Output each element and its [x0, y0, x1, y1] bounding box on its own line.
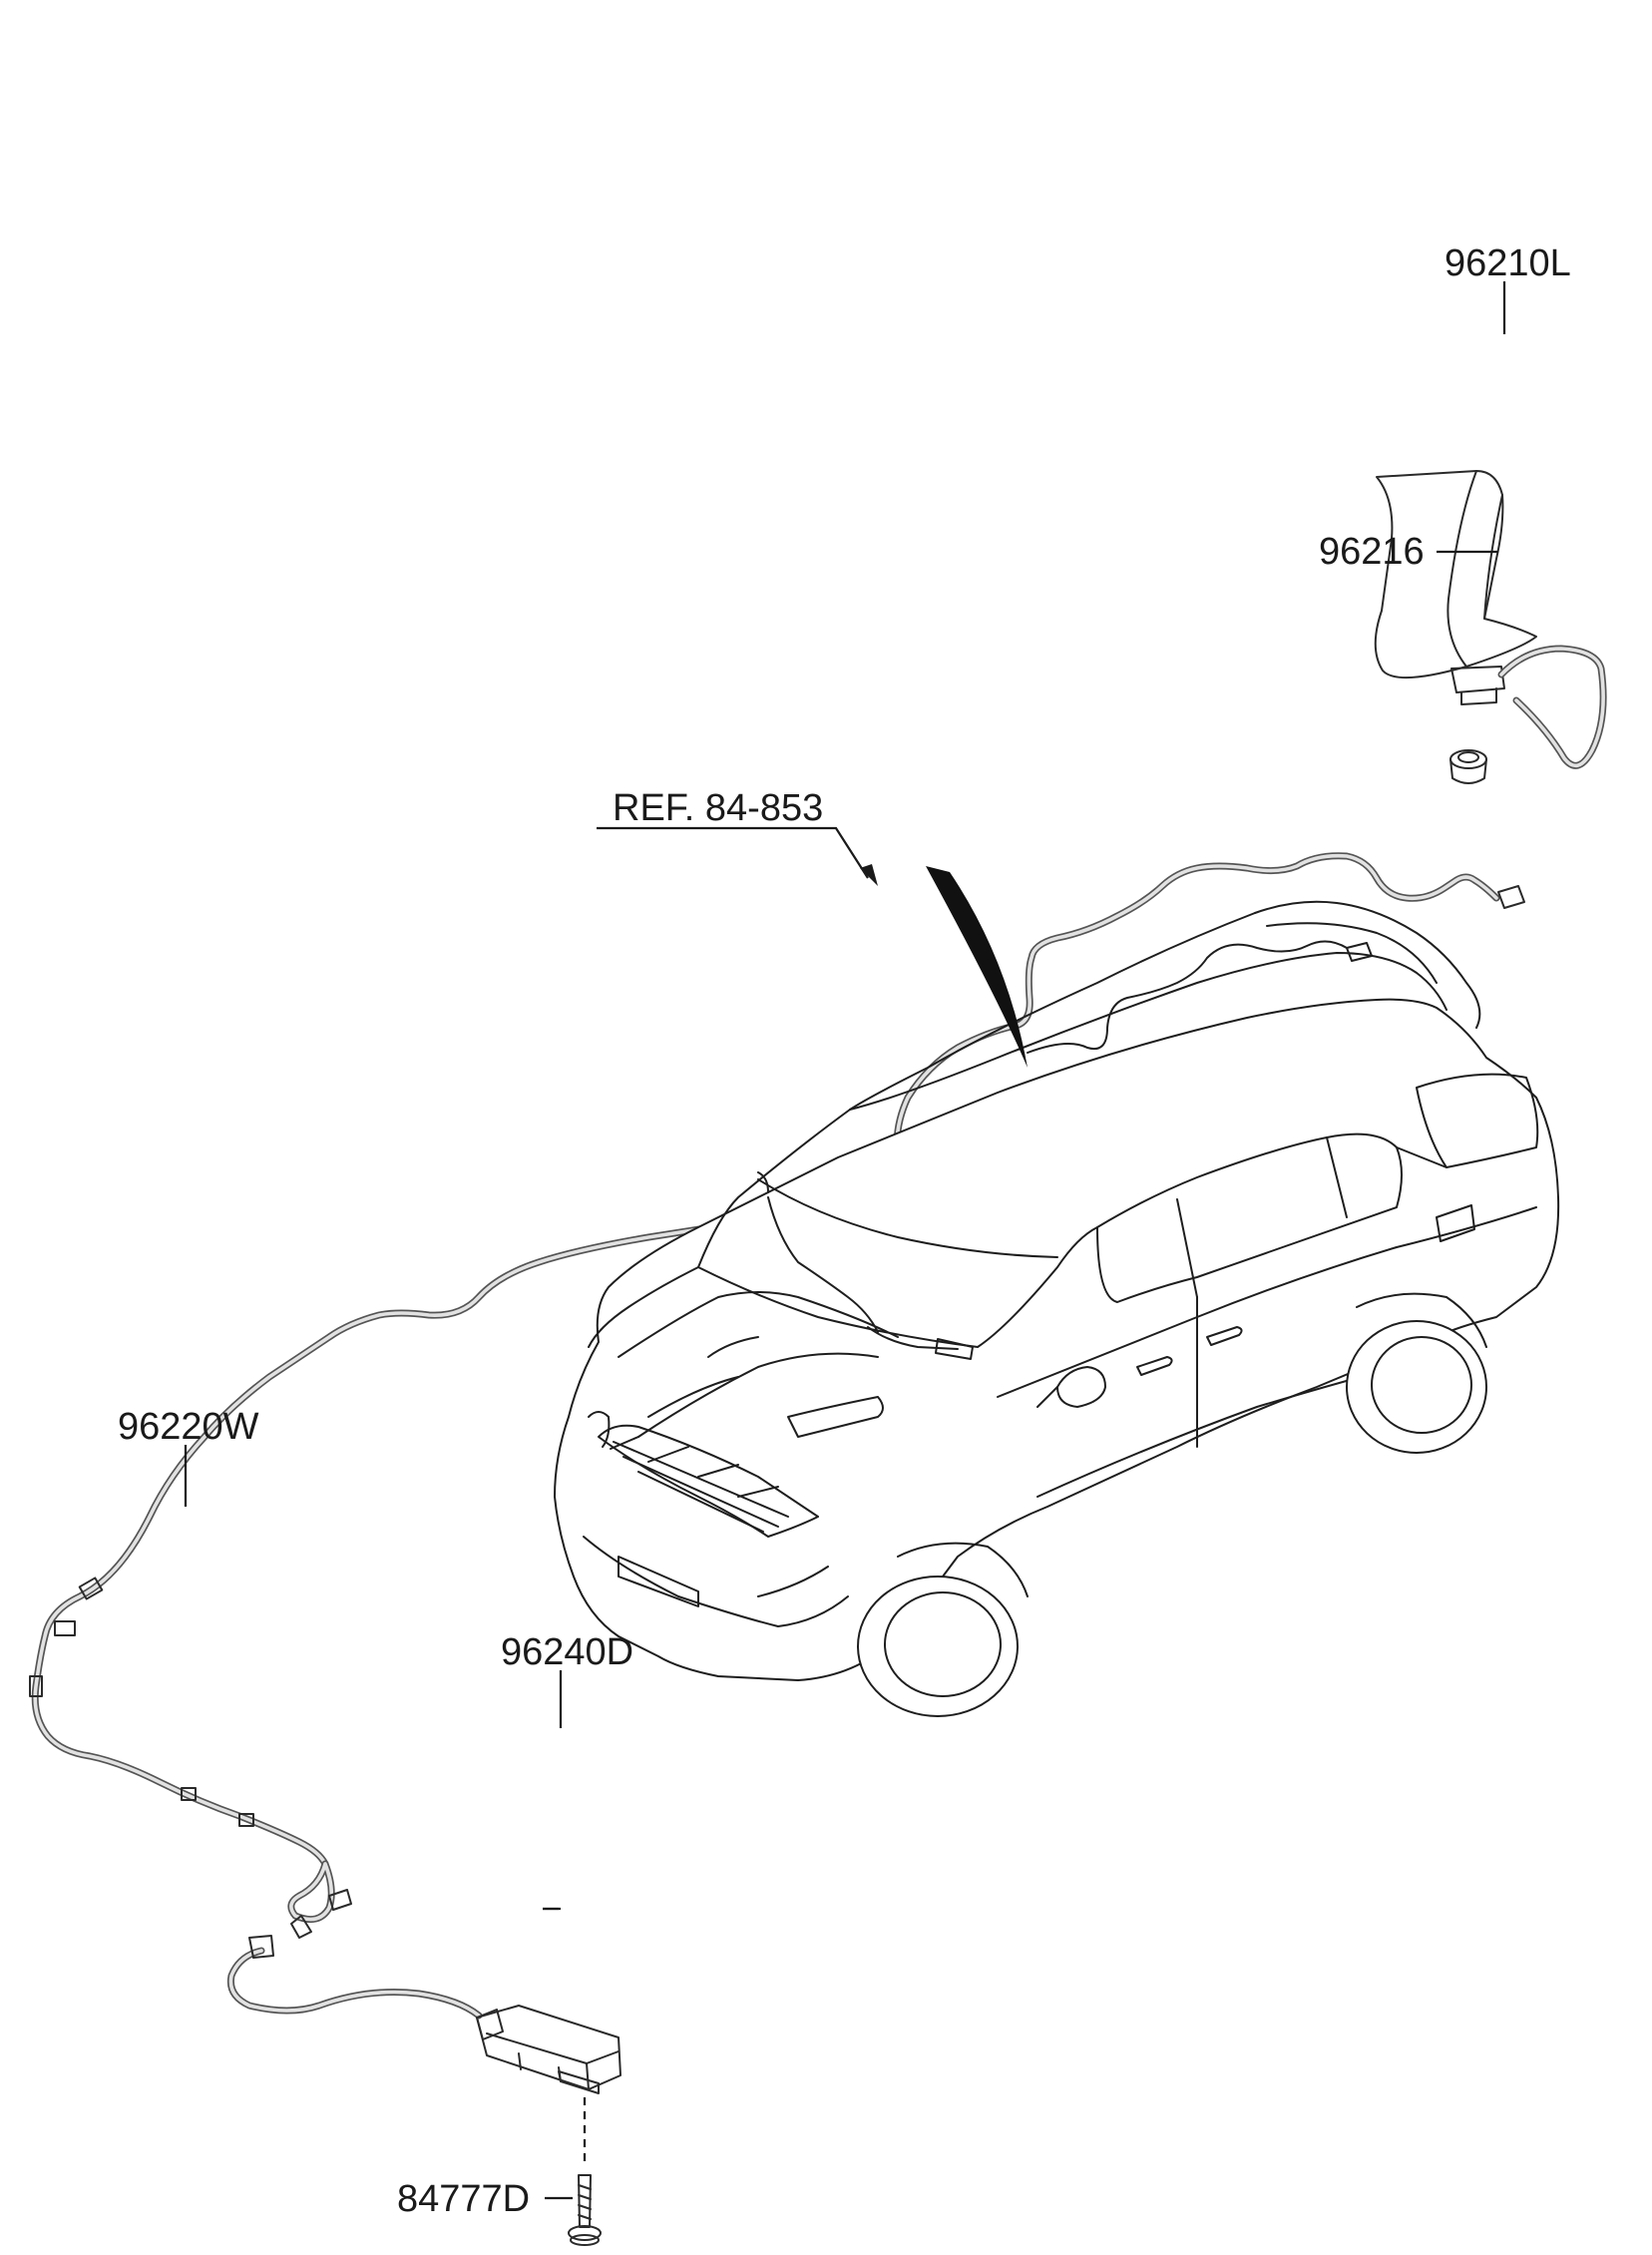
label-antenna: 96210L	[1445, 242, 1571, 284]
mounting-screw[interactable]	[568, 2097, 602, 2246]
leader-lines	[184, 281, 1506, 2200]
label-antenna-nut: 96216	[1319, 531, 1425, 573]
vehicle-illustration	[554, 900, 1560, 1717]
shark-fin-antenna[interactable]	[1374, 470, 1607, 769]
label-feeder-cable: 96220W	[118, 1406, 259, 1448]
label-reference[interactable]: REF. 84-853	[613, 787, 823, 829]
label-screw: 84777D	[397, 2178, 530, 2220]
label-amplifier: 96240D	[501, 1631, 633, 1673]
ref-arrowhead	[860, 864, 878, 886]
antenna-amplifier[interactable]	[476, 2005, 621, 2094]
grille-pattern	[610, 1436, 789, 1533]
antenna-nut[interactable]	[1449, 749, 1487, 784]
